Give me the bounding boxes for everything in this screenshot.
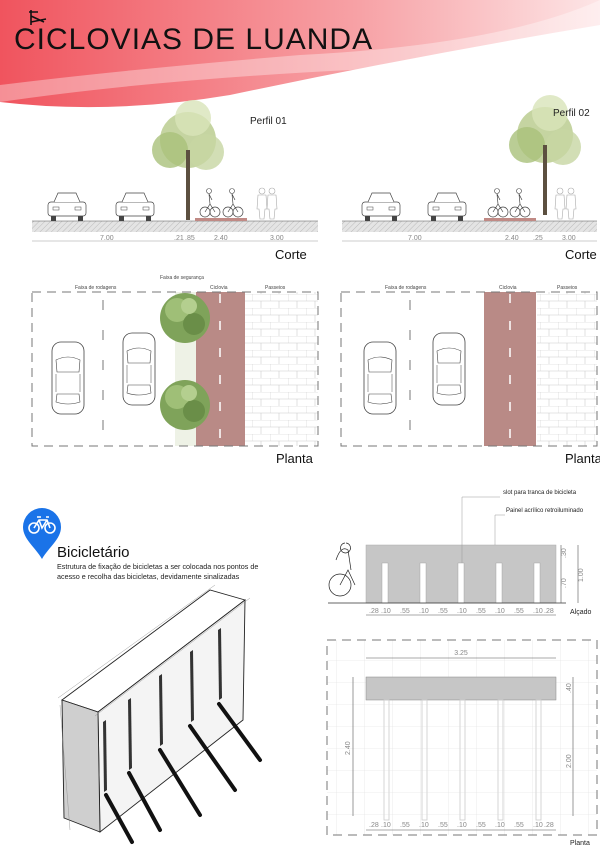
svg-text:.10: .10 [533, 608, 543, 615]
plan-1-bike-lane-label: Ciclovia [210, 285, 228, 291]
elev-dim-bottom: .70 [561, 578, 568, 588]
svg-text:.10: .10 [381, 608, 391, 615]
plan-dim-depth: 2.40 [345, 741, 352, 755]
svg-text:.55: .55 [514, 608, 524, 615]
plan-2-sidewalk-label: Passeios [557, 285, 578, 291]
plan-1-road-label: Faixa de rodagens [75, 285, 117, 291]
svg-text:.55: .55 [476, 822, 486, 829]
dim-safety: .85 [185, 235, 195, 242]
profile-2-section-drawing [342, 95, 597, 242]
plan-dim-panel: .40 [566, 683, 573, 693]
note-panel: Painel acrílico retroiluminado [506, 508, 584, 514]
bike-rack-plan-drawing [326, 639, 598, 836]
plan-2-bike-lane-label: Ciclovia [499, 285, 517, 291]
note-slot: slot para tranca de bicicleta [503, 490, 577, 496]
profile-2-label: Perfil 02 [553, 108, 590, 119]
svg-text:.10: .10 [457, 822, 467, 829]
plan-dim-slot: 2.00 [566, 754, 573, 768]
bike-rack-title: Bicicletário [57, 544, 130, 561]
dim-road: 7.00 [408, 235, 422, 242]
plan-1-safety-label: Faixa de segurança [160, 275, 204, 281]
dim-sidewalk: 3.00 [270, 235, 284, 242]
plan-1-sidewalk-label: Passeios [265, 285, 286, 291]
profile-1-label: Perfil 01 [250, 116, 287, 127]
svg-text:.10: .10 [381, 822, 391, 829]
bicycle-logo-icon [29, 10, 47, 25]
elevation-label: Alçado [570, 609, 592, 616]
svg-text:.28: .28 [369, 822, 379, 829]
profile-2-plan-label: Planta [565, 451, 600, 466]
bike-rack-description-1: Estrutura de fixação de bicicletas a ser… [57, 562, 258, 571]
svg-text:.28: .28 [544, 822, 554, 829]
svg-text:.10: .10 [419, 822, 429, 829]
svg-text:.28: .28 [544, 608, 554, 615]
svg-text:.55: .55 [400, 822, 410, 829]
plan-dim-width: 3.25 [454, 650, 468, 657]
svg-text:.55: .55 [400, 608, 410, 615]
svg-text:.10: .10 [533, 822, 543, 829]
dim-bike-lane: 2.40 [214, 235, 228, 242]
page-title: CICLOVIAS DE LUANDA [14, 23, 373, 56]
svg-text:.10: .10 [495, 822, 505, 829]
bike-rack-description-2: acesso e recolha das bicicletas, devidam… [57, 572, 240, 581]
svg-text:.10: .10 [419, 608, 429, 615]
bike-rack-elevation-drawing [328, 496, 579, 616]
dim-road: 7.00 [100, 235, 114, 242]
profile-1-section-label: Corte [275, 247, 307, 262]
elev-dim-top: .30 [561, 548, 568, 558]
dim-sidewalk: 3.00 [562, 235, 576, 242]
header-banner [0, 0, 600, 108]
plan-width-dims: .28 .10 .55 .10 .55 .10 .55 .10 .55 .10 … [369, 822, 554, 829]
plan-2-road-label: Faixa de rodagens [385, 285, 427, 291]
profile-1-section-drawing [32, 100, 318, 242]
profile-1-plan-drawing [31, 291, 319, 447]
dim-bike-lane: 2.40 [505, 235, 519, 242]
rack-plan-label: Planta [570, 840, 590, 847]
svg-text:.55: .55 [514, 822, 524, 829]
svg-text:.10: .10 [457, 608, 467, 615]
dim-curb: .21 [174, 235, 184, 242]
svg-text:.55: .55 [476, 608, 486, 615]
svg-text:.55: .55 [438, 822, 448, 829]
bike-rack-perspective-sketch [57, 584, 262, 844]
profile-2-section-label: Corte [565, 247, 597, 262]
dim-buffer: .25 [533, 235, 543, 242]
elev-dim-total: 1.00 [578, 568, 585, 582]
svg-text:.28: .28 [369, 608, 379, 615]
elevation-width-dims: .28 .10 .55 .10 .55 .10 .55 .10 .55 .10 … [369, 608, 554, 615]
bike-location-pin-icon [23, 508, 61, 559]
profile-1-plan-label: Planta [276, 451, 314, 466]
profile-2-plan-drawing [340, 291, 598, 447]
svg-text:.10: .10 [495, 608, 505, 615]
svg-text:.55: .55 [438, 608, 448, 615]
